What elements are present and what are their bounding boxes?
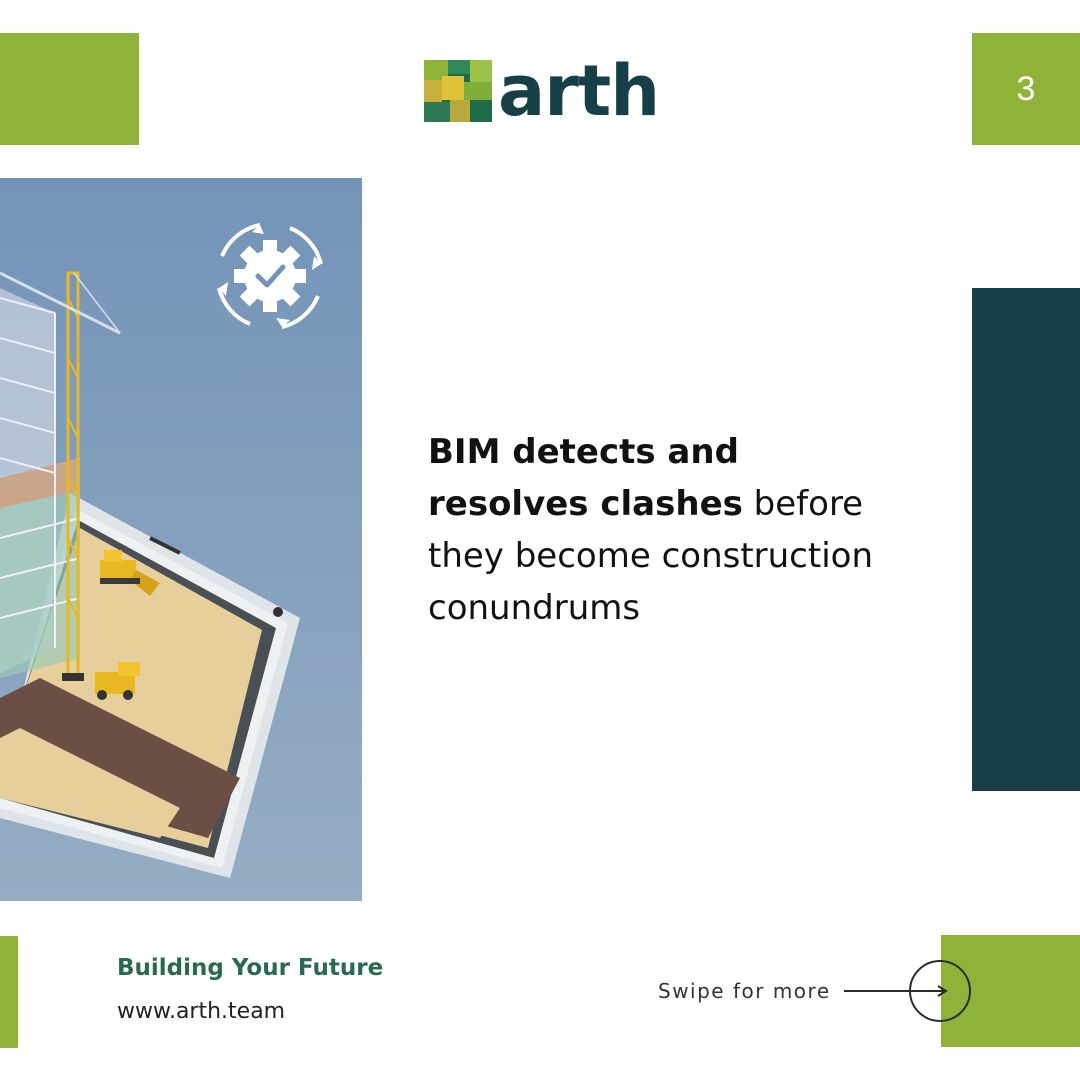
tagline: Building Your Future: [117, 955, 384, 981]
brand-logo: arth: [424, 50, 660, 132]
corner-block-top-left: [0, 33, 139, 145]
swipe-label: Swipe for more: [658, 979, 831, 1003]
dump-truck-icon: [95, 662, 140, 700]
corner-block-bottom-left: [0, 936, 18, 1048]
excavator-icon: [100, 550, 160, 596]
headline-bold: BIM detects and resolves clashes: [428, 432, 743, 524]
headline: BIM detects and resolves clashes before …: [428, 426, 898, 634]
corner-block-bottom-right: [941, 935, 1080, 1047]
building-frame: [0, 288, 81, 678]
website-link[interactable]: www.arth.team: [117, 999, 286, 1024]
arrow-right-icon[interactable]: [842, 957, 974, 1025]
bim-construction-illustration: [0, 178, 362, 901]
arth-logo-mark-icon: [424, 60, 492, 122]
logo-wordmark: arth: [498, 50, 660, 132]
headline-rest: before they become construction conundru…: [428, 484, 874, 628]
tower-crane: [0, 271, 121, 681]
gear-check-icon: [217, 223, 323, 329]
page-number-badge: 3: [972, 33, 1080, 145]
page-number: 3: [1016, 69, 1036, 108]
side-accent-bar: [972, 288, 1080, 791]
